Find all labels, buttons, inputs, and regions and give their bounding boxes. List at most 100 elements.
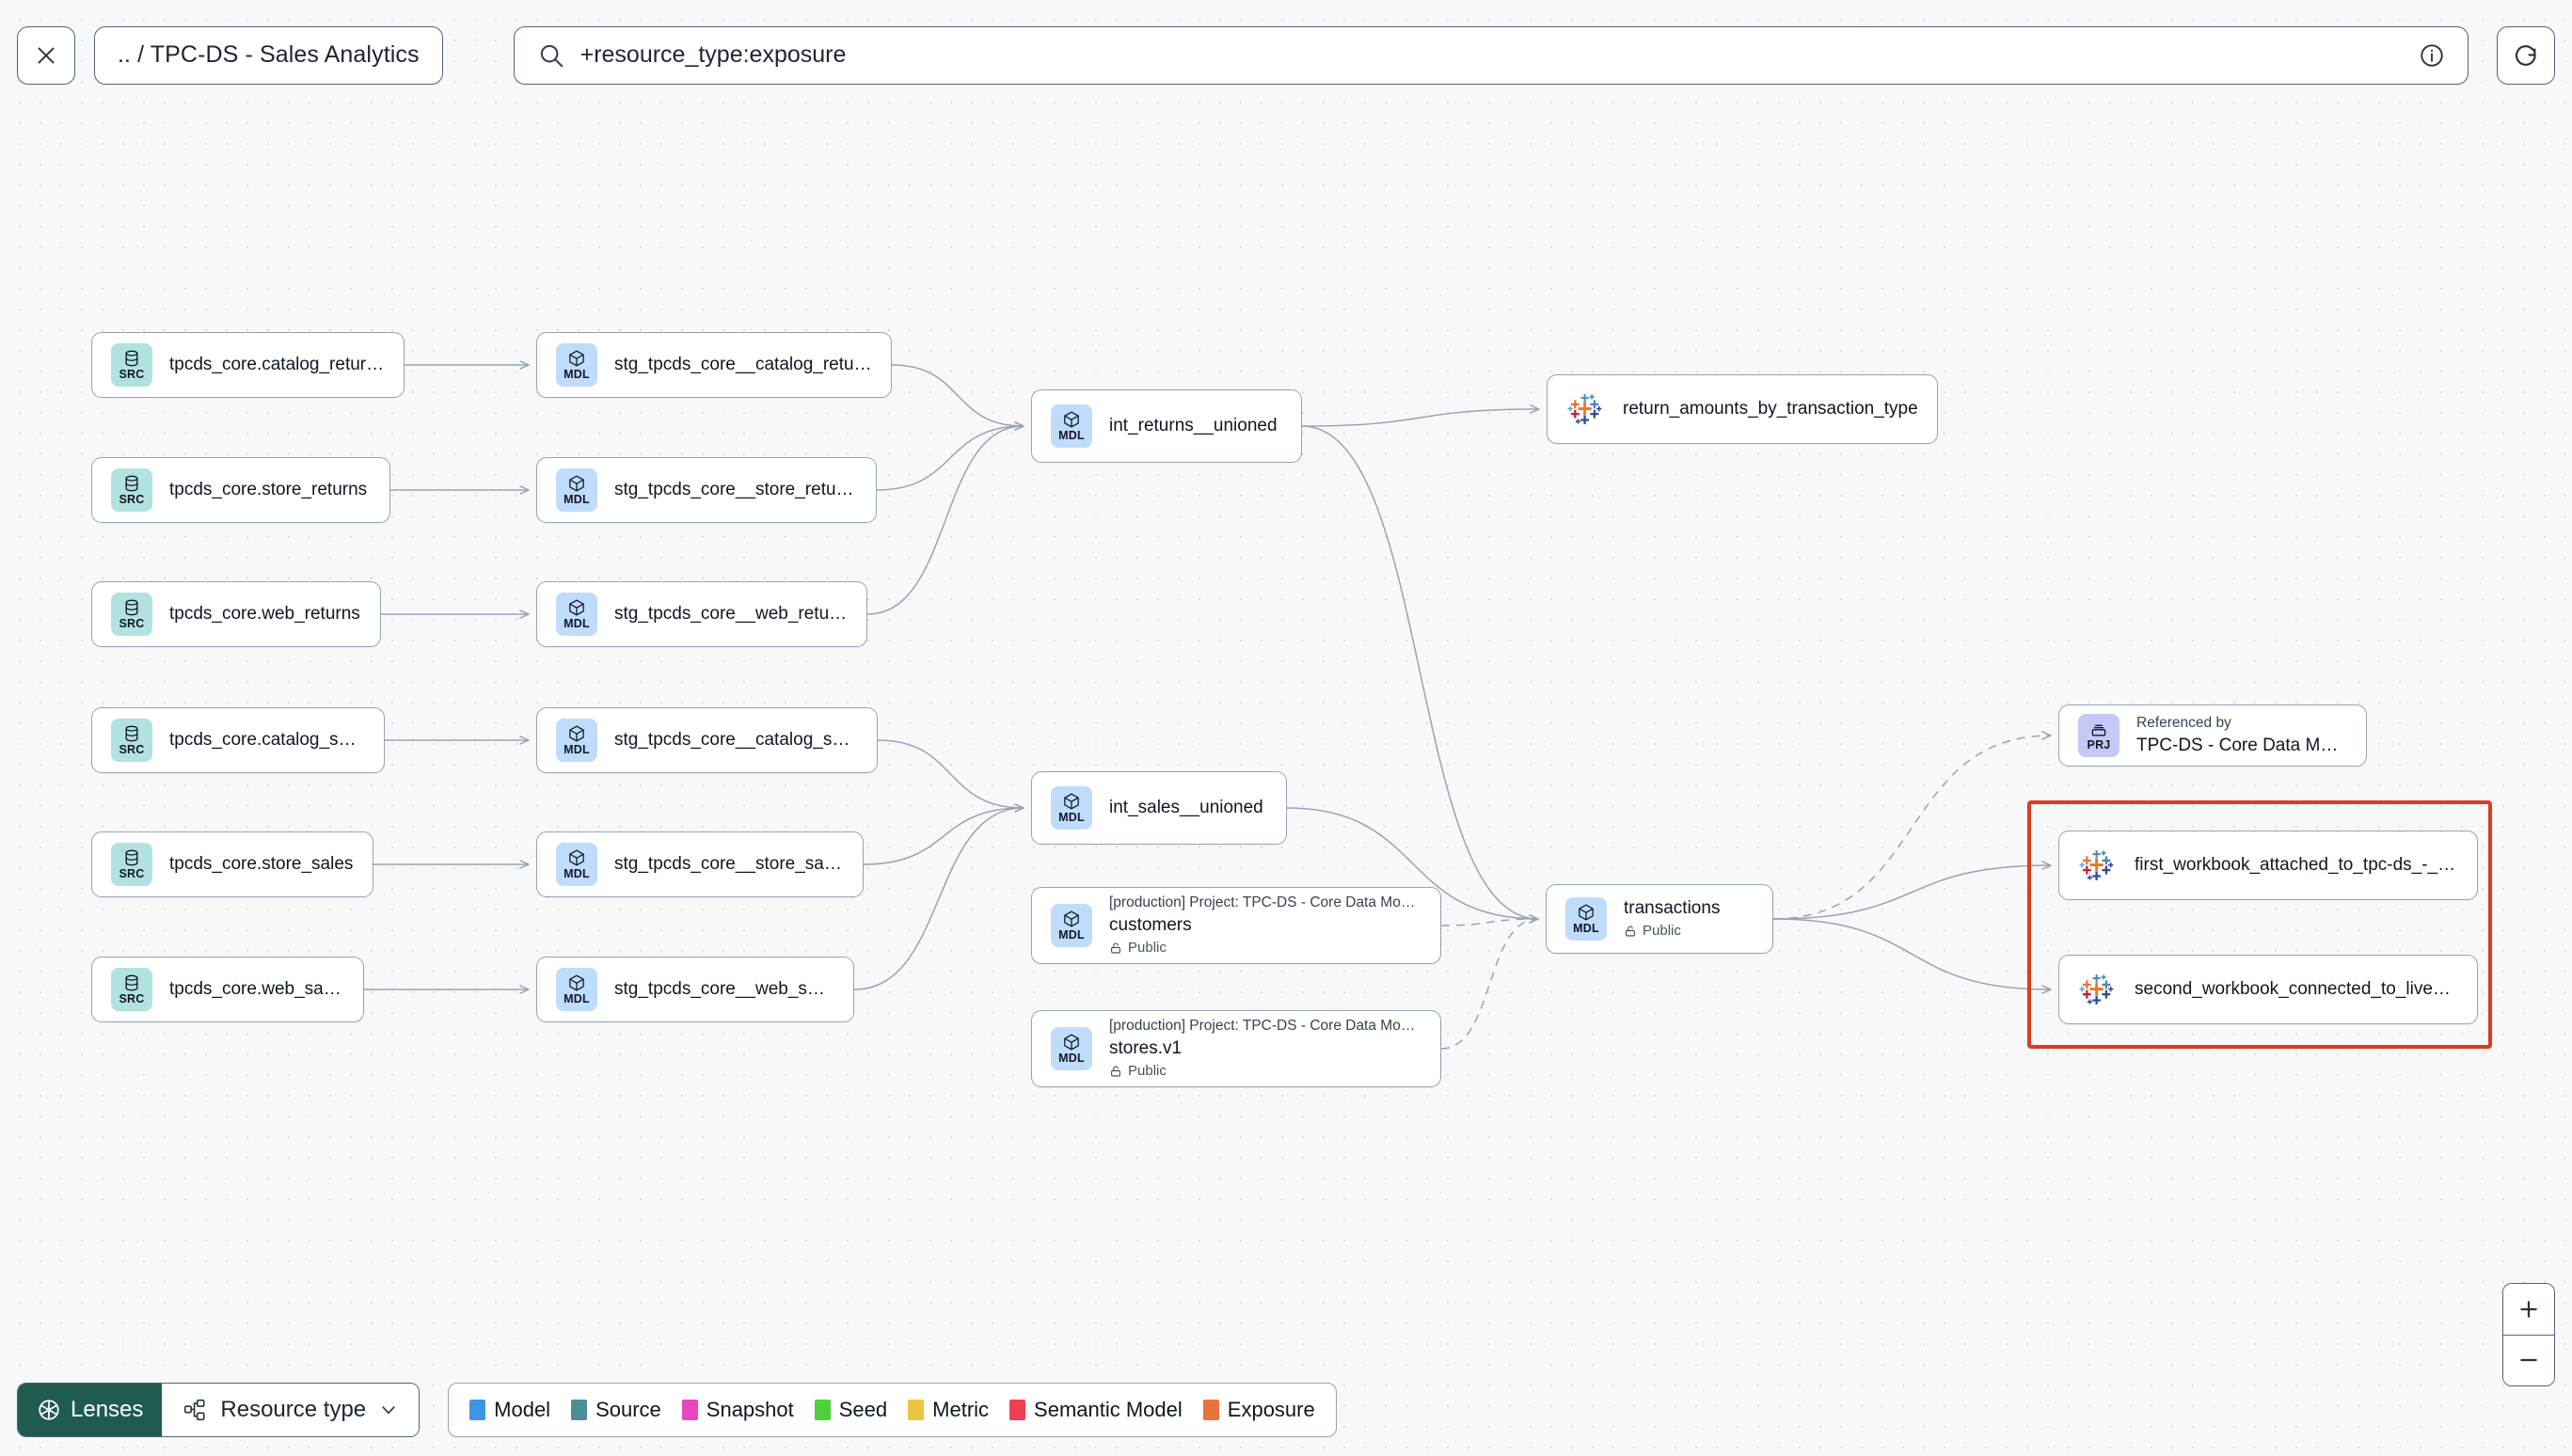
refresh-icon [2515,44,2536,66]
close-button[interactable] [17,25,75,85]
resource-type-label: Resource type [220,1397,367,1422]
unlock-icon [1626,926,1635,937]
zoom-out-button[interactable] [2503,1334,2554,1385]
model-badge: MDL [556,593,597,636]
graph-node-customers[interactable]: MDL [production] Project: TPC-DS - Core D… [1031,887,1441,964]
node-title: tpcds_core.store_returns [169,480,368,500]
lenses-label: Lenses [71,1397,144,1422]
graph-node-second_workbook[interactable]: second_workbook_connected_to_live… [2058,955,2478,1024]
model-badge: MDL [1051,904,1092,947]
node-subtitle: Referenced by [2136,714,2231,731]
cube-icon [1579,904,1594,921]
edge-stg_catalog_returns-to-int_returns_unioned [891,364,1024,426]
aperture-icon [39,1400,59,1420]
legend-swatch [1009,1400,1026,1420]
legend-label: Metric [932,1398,990,1421]
database-icon [125,350,138,367]
model-badge: MDL [1051,1027,1092,1070]
legend-item-snapshot[interactable]: Snapshot [681,1398,794,1422]
search-input[interactable]: +resource_type:exposure [513,25,2469,85]
legend-label: Model [494,1398,551,1421]
graph-node-src_store_sales[interactable]: SRC tpcds_core.store_sales [91,831,373,897]
legend-item-source[interactable]: Source [571,1398,661,1422]
legend-item-semantic-model[interactable]: Semantic Model [1009,1398,1183,1422]
legend-label: Source [595,1398,661,1421]
node-project: [production] Project: TPC-DS - Core Data… [1109,894,1416,910]
model-badge: MDL [556,843,597,886]
graph-node-stores_v1[interactable]: MDL[production] Project: TPC-DS - Core D… [1031,1010,1441,1087]
node-title: tpcds_core.web_sales [169,979,344,1000]
node-title: stg_tpcds_core__catalog_returns [614,355,872,375]
cube-icon [569,849,584,866]
node-title: return_amounts_by_transaction_type [1623,399,1918,419]
source-badge: SRC [111,843,152,886]
tableau-icon [2079,974,2114,1005]
bottom-toolbar: Lenses Resource type Model Source [17,1383,1337,1437]
node-title: int_returns__unioned [1109,416,1278,436]
info-icon[interactable] [2419,42,2445,69]
source-badge: SRC [111,468,152,512]
legend-item-metric[interactable]: Metric [908,1398,989,1422]
source-badge: SRC [111,719,152,762]
model-badge: MDL [556,343,597,387]
plus-icon [2520,1301,2537,1318]
legend-swatch [814,1400,831,1420]
graph-node-return_amounts[interactable]: return_amounts_by_transaction_type [1547,374,1938,444]
unlock-icon [1111,1066,1120,1077]
edge-stg_web_sales-to-int_sales_unioned [853,808,1024,990]
graph-node-src_store_returns[interactable]: SRC tpcds_core.store_returns [91,457,390,523]
node-visibility: Public [1109,938,1415,959]
node-title: tpcds_core.store_sales [169,854,354,875]
legend-swatch [571,1400,588,1420]
database-icon [125,725,138,742]
lenses-button[interactable]: Lenses [18,1384,163,1436]
node-title: stg_tpcds_core__web_sales [614,979,834,1000]
model-badge: MDL [1565,897,1607,941]
project-icon [2091,724,2106,736]
edge-stg_catalog_sales-to-int_sales_unioned [877,739,1024,808]
breadcrumb-label: .. / TPC-DS - Sales Analytics [118,41,420,68]
zoom-in-button[interactable] [2503,1284,2554,1335]
cube-icon [1064,793,1079,810]
edge-stores_v1-to-transactions [1440,919,1538,1050]
graph-node-src_catalog_sales[interactable]: SRC tpcds_core.catalog_sales [91,707,385,773]
refresh-button[interactable] [2497,25,2555,85]
database-icon [125,974,138,991]
resource-type-dropdown[interactable]: Resource type [162,1384,420,1436]
model-badge: MDL [1051,404,1092,448]
legend-item-model[interactable]: Model [469,1398,550,1422]
graph-node-stg_catalog_returns[interactable]: MDL stg_tpcds_core__catalog_returns [536,332,892,398]
node-title: stores.v1 [1109,1038,1183,1059]
legend-item-seed[interactable]: Seed [814,1398,887,1422]
node-visibility: Public [1624,921,1720,942]
legend-swatch [908,1400,925,1420]
legend-item-exposure[interactable]: Exposure [1202,1398,1315,1422]
edge-transactions-to-second_workbook [1772,918,2051,989]
exposure-badge [1566,390,1604,428]
graph-node-first_workbook[interactable]: first_workbook_attached_to_tpc-ds_-_… [2058,831,2478,900]
model-badge: MDL [556,468,597,512]
cube-icon [569,725,584,742]
breadcrumb[interactable]: .. / TPC-DS - Sales Analytics [94,25,443,85]
cube-icon [569,475,584,492]
node-title: tpcds_core.catalog_sales [169,730,365,751]
minus-icon [2520,1359,2537,1362]
node-title: first_workbook_attached_to_tpc-ds_-_… [2135,855,2456,876]
edge-transactions-to-referenced_by_project [1772,736,2051,920]
edge-int_returns_unioned-to-transactions [1301,425,1538,919]
graph-node-int_returns_unioned[interactable]: MDL int_returns__unioned [1031,389,1302,463]
edge-transactions-to-first_workbook [1772,865,2051,920]
chevron-down-icon [382,1406,395,1415]
